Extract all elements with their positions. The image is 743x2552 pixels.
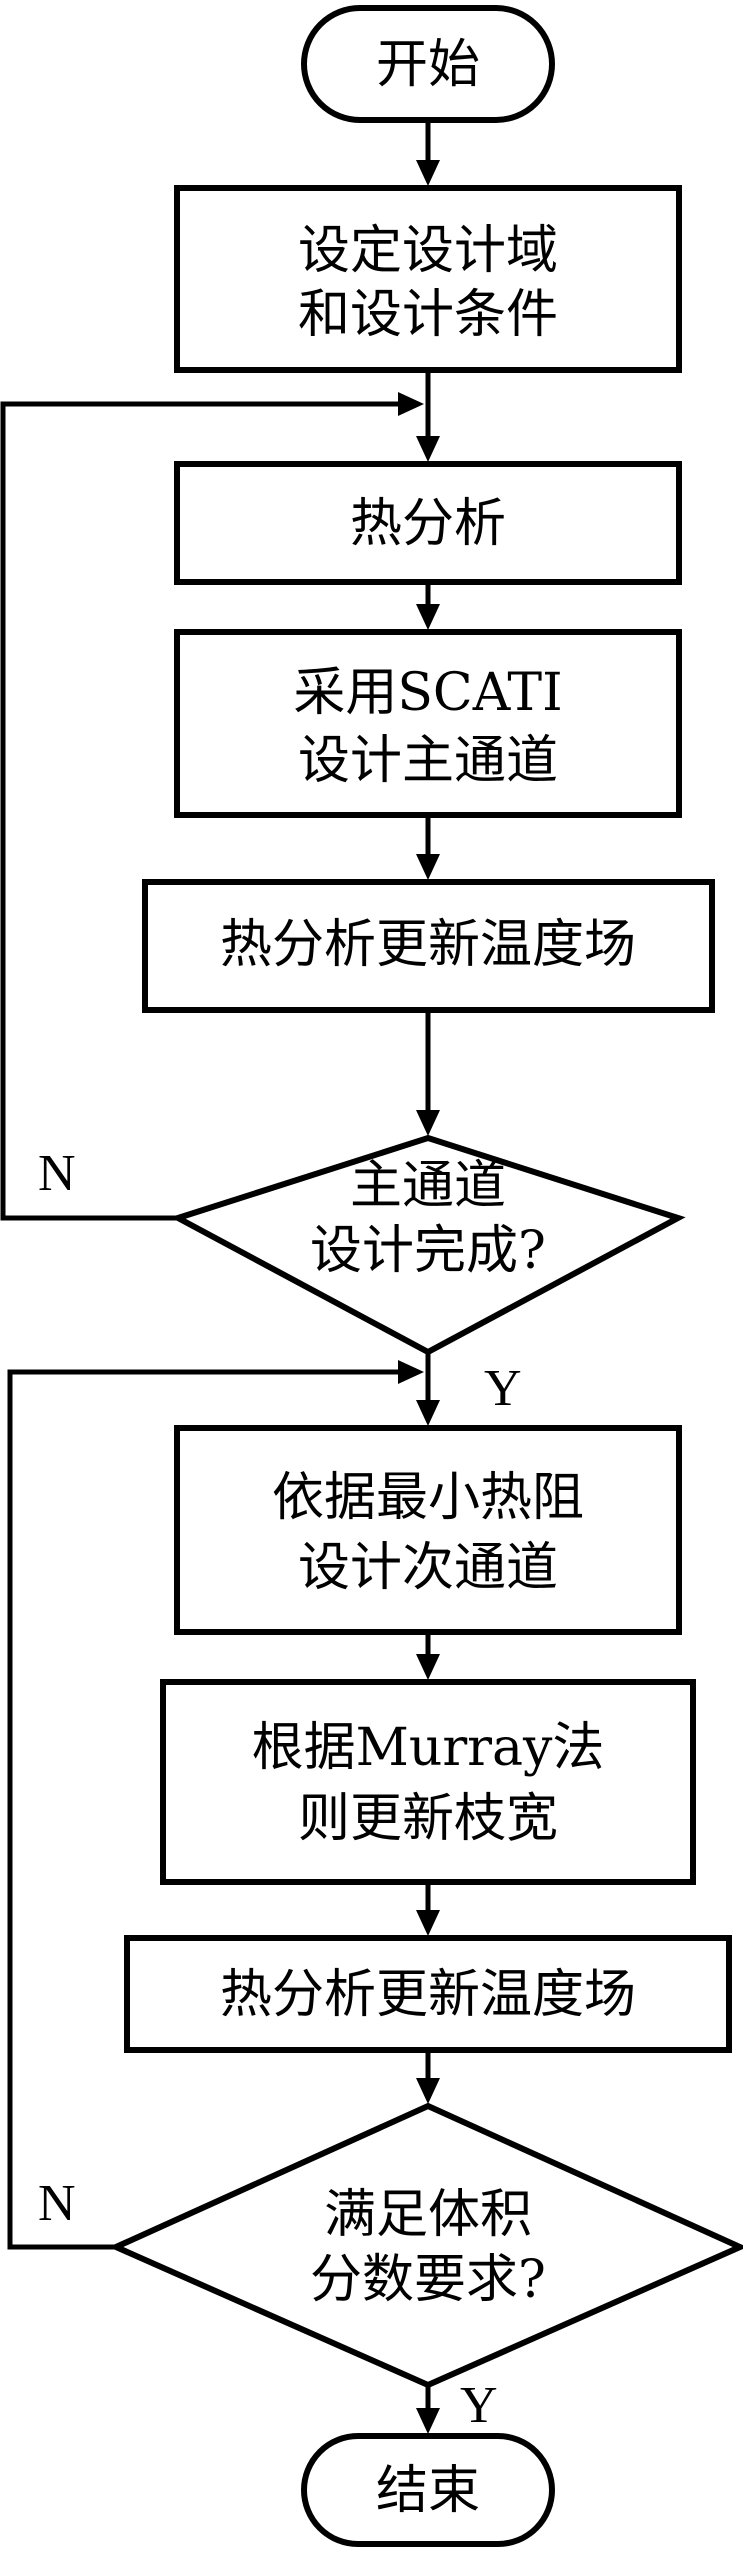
end-label: 结束: [376, 2461, 480, 2521]
set-domain-box: 设定设计域 和设计条件: [174, 185, 682, 373]
yes-label-1: Y: [484, 1360, 522, 1417]
main-channel-line-2: 设计完成?: [310, 1221, 546, 1281]
no-label-2: N: [38, 2175, 76, 2232]
thermal-analysis-label: 热分析: [350, 494, 506, 554]
end-terminal: 结束: [301, 2433, 555, 2547]
yes-label-2: Y: [460, 2377, 498, 2434]
thermal-analysis-box: 热分析: [174, 461, 682, 585]
loop-volume-fraction: [7, 1360, 424, 2250]
start-label: 开始: [376, 35, 480, 95]
volume-fraction-line-2: 分数要求?: [310, 2250, 546, 2310]
min-resistance-line-1: 依据最小热阻: [272, 1468, 584, 1528]
no-label-1: N: [38, 1145, 76, 1202]
min-resistance-line-2: 设计次通道: [298, 1538, 558, 1598]
scati-line-2: 设计主通道: [298, 731, 558, 791]
murray-box: 根据Murray法 则更新枝宽: [160, 1679, 696, 1885]
update-temperature-label-2: 热分析更新温度场: [220, 1965, 636, 2025]
start-terminal: 开始: [301, 5, 555, 123]
scati-box: 采用SCATI 设计主通道: [174, 629, 682, 818]
main-channel-line-1: 主通道: [350, 1156, 506, 1216]
set-domain-line-1: 设定设计域: [298, 221, 558, 281]
loop-main-channel: [0, 392, 424, 1221]
main-channel-decision: 主通道 设计完成?: [170, 1134, 686, 1356]
volume-fraction-line-1: 满足体积: [324, 2185, 532, 2245]
update-temperature-box-1: 热分析更新温度场: [142, 879, 715, 1013]
murray-line-2: 则更新枝宽: [298, 1789, 558, 1849]
update-temperature-box-2: 热分析更新温度场: [124, 1935, 732, 2053]
update-temperature-label-1: 热分析更新温度场: [220, 915, 636, 975]
scati-line-1: 采用SCATI: [293, 663, 562, 723]
connectors: [416, 120, 440, 2434]
murray-line-1: 根据Murray法: [252, 1718, 605, 1778]
set-domain-line-2: 和设计条件: [298, 285, 558, 345]
volume-fraction-decision: 满足体积 分数要求?: [108, 2102, 743, 2389]
min-resistance-box: 依据最小热阻 设计次通道: [174, 1425, 682, 1635]
